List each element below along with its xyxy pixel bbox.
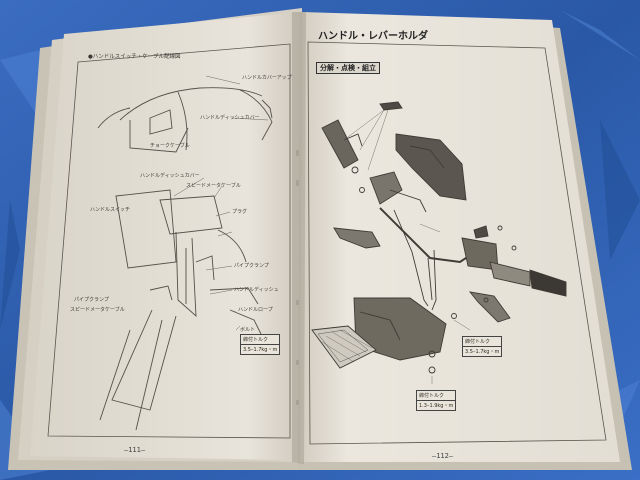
right-torque-title-2: 締付トルク — [417, 391, 456, 401]
label-pipe-clamp-1: パイプクランプ — [234, 263, 269, 269]
label-handle-rope: ハンドルロープ — [238, 307, 273, 313]
right-leader-lines — [343, 109, 471, 384]
right-page-title: ハンドル・レバーホルダ — [318, 31, 428, 42]
right-page-number: —112— — [432, 452, 454, 460]
right-torque-title-1: 締付トルク — [463, 337, 502, 347]
label-handle-dish: ハンドルディッシュ — [234, 287, 279, 293]
label-handle-cover-up: ハンドルカバーアップ — [242, 75, 292, 81]
right-torque-value-1: 3.5–1.7kg・m — [465, 349, 500, 355]
left-handlebar-drawing — [97, 87, 273, 431]
label-dish-cover-1: ハンドルディッシュカバー — [200, 115, 260, 121]
label-plug: プラグ — [232, 209, 248, 215]
label-speedometer-cable-1: スピードメータケーブル — [186, 183, 241, 189]
label-choke-cable: チョークケーブル — [150, 143, 190, 149]
label-handle-switch: ハンドルスイッチ — [90, 207, 131, 213]
label-dish-cover-2: ハンドルディッシュカバー — [140, 173, 200, 179]
right-torque-value-2: 1.3–1.9kg・m — [419, 403, 454, 409]
label-pipe-clamp-2: パイプクランプ — [74, 297, 109, 303]
right-page-subtitle: 分解・点検・組立 — [316, 62, 380, 74]
left-page — [30, 12, 303, 460]
left-page-number: —111— — [124, 446, 146, 454]
left-torque-title: 締付トルク — [241, 335, 280, 345]
right-exploded-drawing — [311, 101, 567, 374]
right-torque-box-2: 締付トルク 1.3–1.9kg・m — [416, 390, 457, 411]
label-speedometer-cable-2: スピードメータケーブル — [70, 307, 125, 313]
label-bolt: ボルト — [240, 327, 256, 333]
page-edge-marks — [296, 150, 299, 405]
right-torque-box-1: 締付トルク 3.5–1.7kg・m — [462, 336, 503, 357]
left-torque-box: 締付トルク 3.5–1.7kg・m — [240, 334, 281, 355]
left-page-header: ●ハンドルスイッチ・ケーブル配線図 — [88, 54, 181, 60]
left-torque-value: 3.5–1.7kg・m — [243, 347, 278, 353]
left-leader-lines — [173, 75, 269, 331]
